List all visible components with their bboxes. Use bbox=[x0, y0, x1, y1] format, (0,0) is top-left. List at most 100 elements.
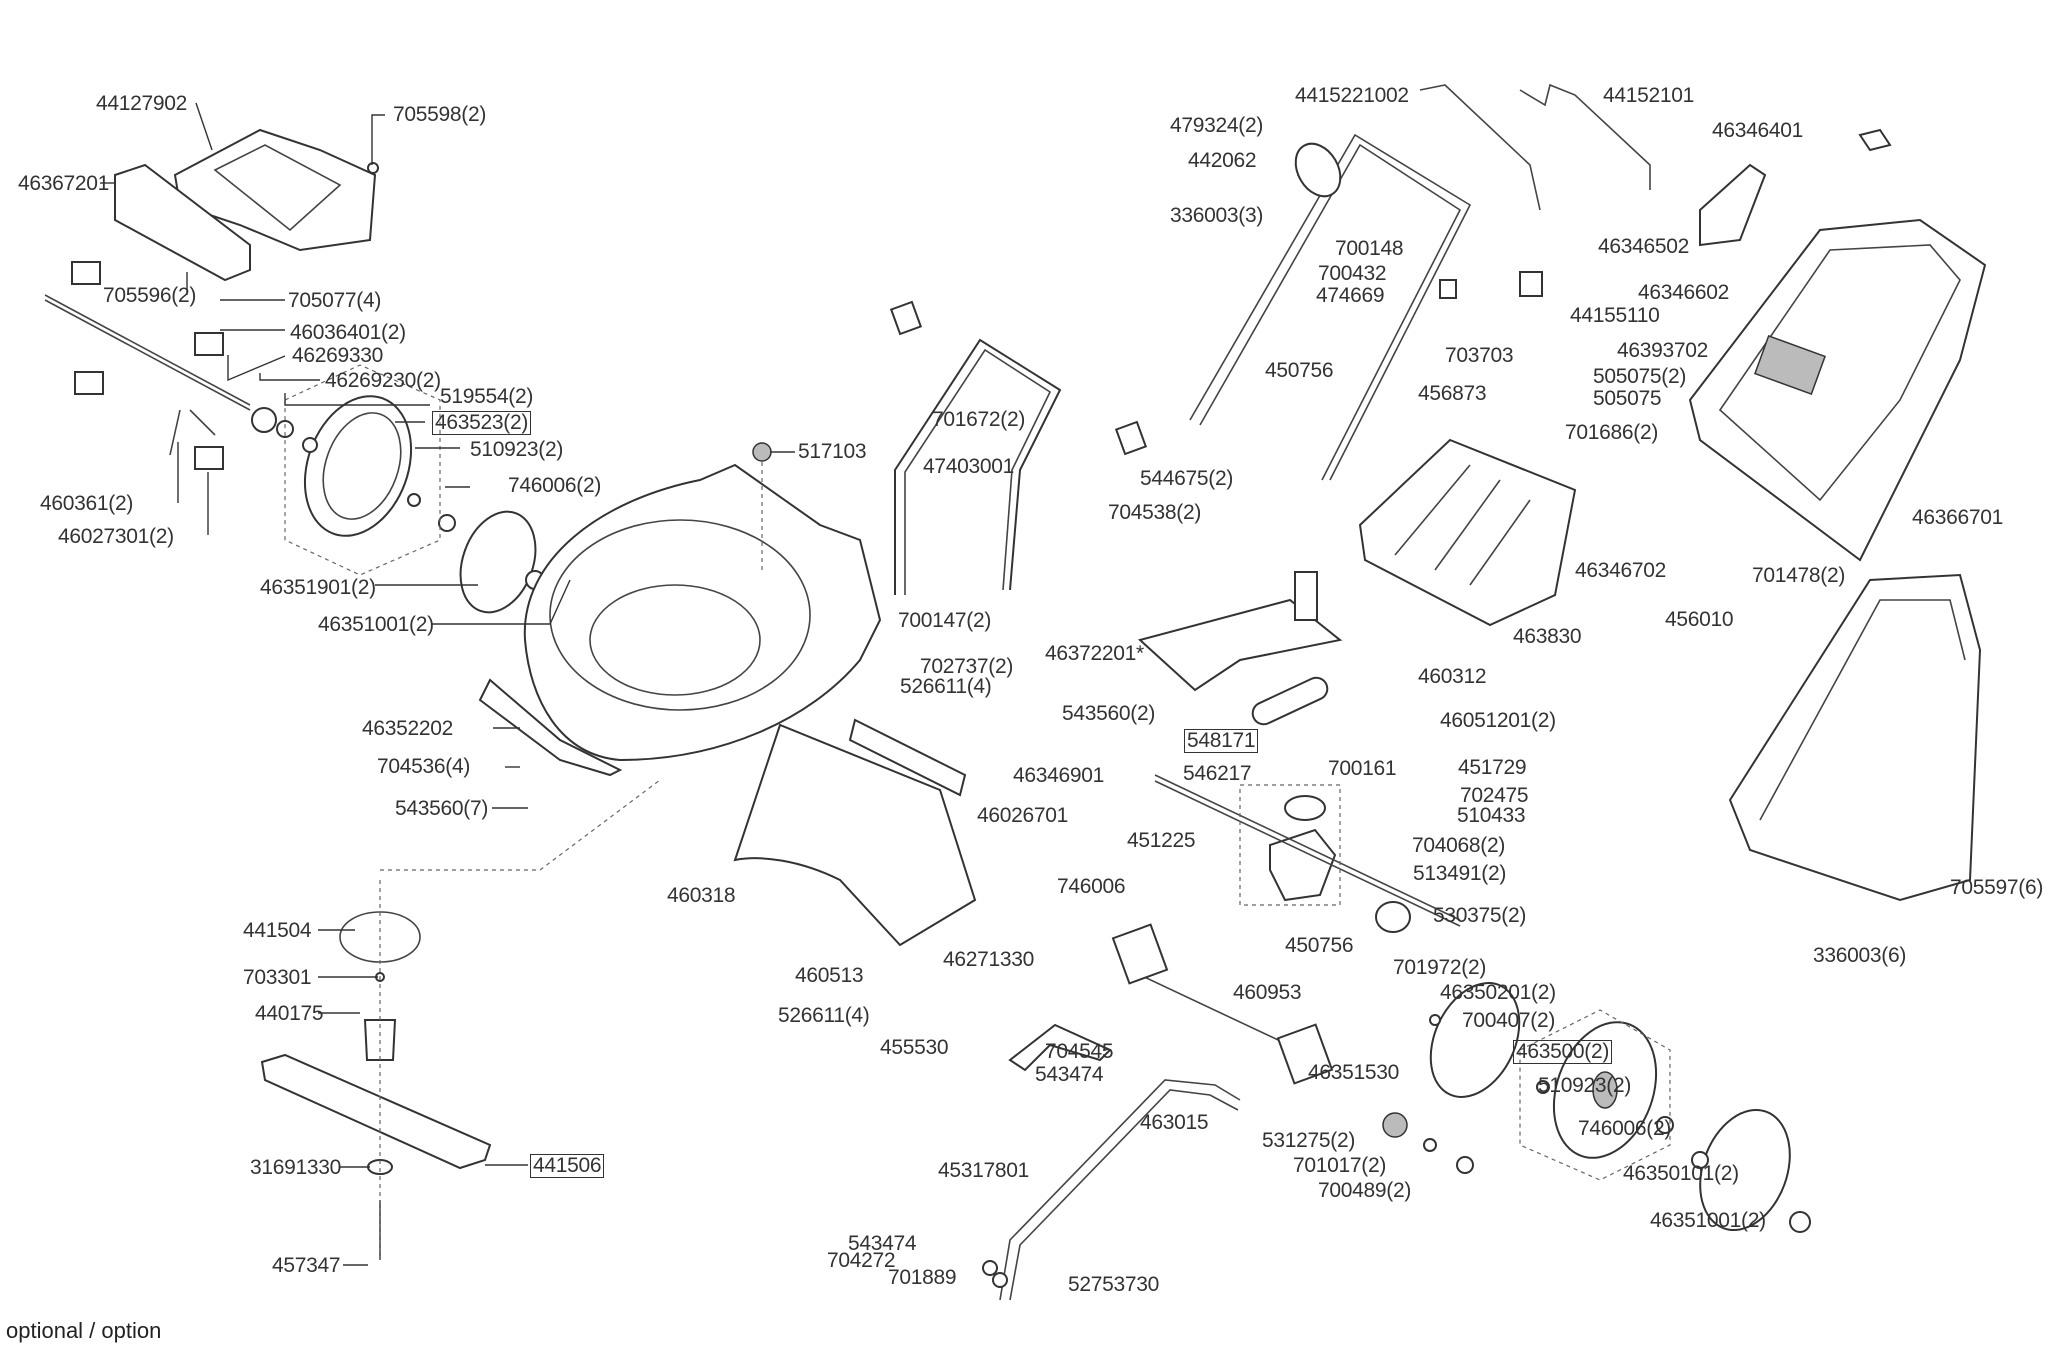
part-label: 544675(2) bbox=[1140, 467, 1234, 490]
part-label: 510433 bbox=[1457, 804, 1526, 827]
part-label: 46346401 bbox=[1712, 119, 1804, 142]
part-label: 460513 bbox=[795, 964, 864, 987]
part-label: 336003(3) bbox=[1170, 204, 1264, 227]
leader-lines bbox=[100, 102, 795, 1266]
part-label: 442062 bbox=[1188, 149, 1257, 172]
blade-assembly-part bbox=[260, 779, 661, 1260]
part-label: 704538(2) bbox=[1108, 501, 1202, 524]
part-label: 46351001(2) bbox=[1650, 1209, 1766, 1232]
front-cover-part bbox=[114, 128, 379, 282]
part-label: 701889 bbox=[888, 1266, 957, 1289]
part-label: 705596(2) bbox=[103, 284, 197, 307]
part-label: 702475 bbox=[1460, 784, 1529, 807]
part-label: 450756 bbox=[1265, 359, 1334, 382]
part-label: 510923(2) bbox=[1538, 1074, 1632, 1097]
part-label: 543474 bbox=[848, 1232, 917, 1255]
part-label: 705077(4) bbox=[288, 289, 382, 312]
part-label: 546217 bbox=[1183, 762, 1252, 785]
part-label: 543560(7) bbox=[395, 797, 489, 820]
part-label: 46351001(2) bbox=[318, 613, 434, 636]
part-label: 519554(2) bbox=[440, 385, 534, 408]
part-label: 700161 bbox=[1328, 757, 1397, 780]
part-label: 460312 bbox=[1418, 665, 1487, 688]
part-label: 510923(2) bbox=[470, 438, 564, 461]
footnote-text: optional / option bbox=[6, 1318, 162, 1343]
part-label: 460953 bbox=[1233, 981, 1302, 1004]
part-label: 45317801 bbox=[938, 1159, 1030, 1182]
part-label: 46346901 bbox=[1013, 764, 1105, 787]
part-label: 460318 bbox=[667, 884, 736, 907]
part-label: 451729 bbox=[1458, 756, 1527, 779]
part-label: 746006(2) bbox=[1578, 1117, 1672, 1140]
part-label: 701478(2) bbox=[1752, 564, 1846, 587]
part-label: 46346702 bbox=[1575, 559, 1667, 582]
part-label: 463830 bbox=[1513, 625, 1582, 648]
part-label: 46352202 bbox=[362, 717, 454, 740]
part-label: 46351901(2) bbox=[260, 576, 376, 599]
part-label: 46027301(2) bbox=[58, 525, 174, 548]
lower-handle-part bbox=[889, 300, 1148, 595]
part-label: 703703 bbox=[1445, 344, 1514, 367]
part-label: 463015 bbox=[1140, 1111, 1209, 1134]
part-label: 517103 bbox=[798, 440, 867, 463]
part-label: 44127902 bbox=[96, 92, 188, 115]
part-label: 700147(2) bbox=[898, 609, 992, 632]
part-label: 46346602 bbox=[1638, 281, 1730, 304]
part-label: 704536(4) bbox=[377, 755, 471, 778]
part-label-boxed: 463523(2) bbox=[432, 411, 532, 435]
front-axle-part bbox=[44, 261, 251, 470]
part-label: 31691330 bbox=[250, 1156, 342, 1179]
part-label: 746006(2) bbox=[508, 474, 602, 497]
part-label: 450756 bbox=[1285, 934, 1354, 957]
gearbox-part bbox=[1154, 676, 1461, 933]
part-label: 451225 bbox=[1127, 829, 1196, 852]
part-label: 52753730 bbox=[1068, 1273, 1160, 1296]
part-label: 704068(2) bbox=[1412, 834, 1506, 857]
part-label: 46051201(2) bbox=[1440, 709, 1556, 732]
part-label: 336003(6) bbox=[1813, 944, 1907, 967]
part-label: 44152101 bbox=[1603, 84, 1695, 107]
part-label-boxed: 463500(2) bbox=[1513, 1040, 1613, 1064]
part-label: 460361(2) bbox=[40, 492, 134, 515]
part-label: 46367201 bbox=[18, 172, 110, 195]
part-label: 441504 bbox=[243, 919, 312, 942]
part-label: 704545 bbox=[1045, 1040, 1114, 1063]
part-label: 700432 bbox=[1318, 262, 1387, 285]
part-label: 46036401(2) bbox=[290, 321, 406, 344]
part-label: 701972(2) bbox=[1393, 956, 1487, 979]
grass-catcher-bag-part bbox=[1728, 573, 1982, 902]
part-label: 46026701 bbox=[977, 804, 1069, 827]
part-label: 440175 bbox=[255, 1002, 324, 1025]
part-label: 46351530 bbox=[1308, 1061, 1400, 1084]
part-label: 526611(4) bbox=[900, 675, 992, 698]
part-label: 531275(2) bbox=[1262, 1129, 1356, 1152]
drive-lever-part bbox=[982, 1023, 1241, 1301]
grass-catcher-top-part bbox=[1688, 128, 1987, 562]
front-wheel-part bbox=[251, 364, 545, 614]
part-label: 704272 bbox=[827, 1249, 896, 1272]
part-label: 46366701 bbox=[1912, 506, 2004, 529]
part-label: 456010 bbox=[1665, 608, 1734, 631]
part-label: 457347 bbox=[272, 1254, 341, 1277]
part-label: 46350201(2) bbox=[1440, 981, 1556, 1004]
part-label: 703301 bbox=[243, 966, 312, 989]
part-label: 456873 bbox=[1418, 382, 1487, 405]
part-label: 505075(2) bbox=[1593, 365, 1687, 388]
part-label: 705598(2) bbox=[393, 103, 487, 126]
part-label: 46350101(2) bbox=[1623, 1162, 1739, 1185]
part-label: 701017(2) bbox=[1293, 1154, 1387, 1177]
part-label: 46393702 bbox=[1617, 339, 1709, 362]
part-label: 746006 bbox=[1057, 875, 1126, 898]
part-label: 526611(4) bbox=[778, 1004, 870, 1027]
part-label-boxed: 441506 bbox=[530, 1154, 605, 1178]
part-label: 46372201* bbox=[1045, 642, 1144, 665]
part-label: 702737(2) bbox=[920, 655, 1014, 678]
part-label: 47403001 bbox=[923, 455, 1015, 478]
part-label: 46271330 bbox=[943, 948, 1035, 971]
part-label: 700407(2) bbox=[1462, 1009, 1556, 1032]
mower-deck-part bbox=[478, 442, 882, 777]
part-label: 530375(2) bbox=[1433, 904, 1527, 927]
part-label: 513491(2) bbox=[1413, 862, 1507, 885]
part-label: 479324(2) bbox=[1170, 114, 1264, 137]
